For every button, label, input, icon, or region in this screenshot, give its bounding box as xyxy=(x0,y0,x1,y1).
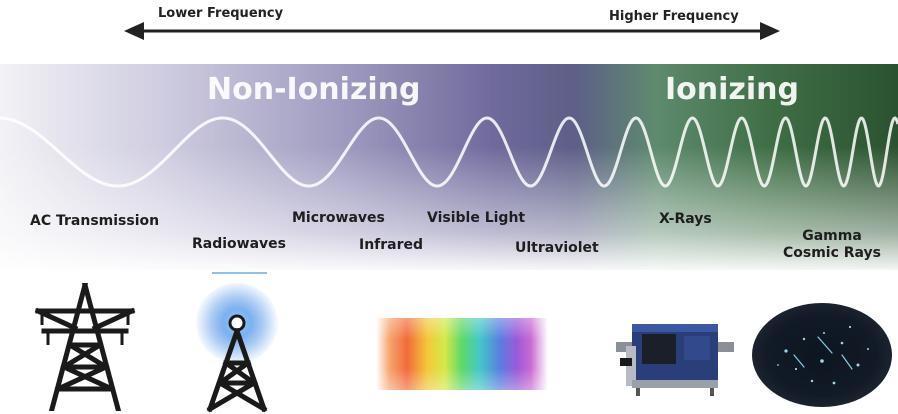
label-microwaves: Microwaves xyxy=(292,210,385,226)
visible-spectrum-sheen xyxy=(376,318,548,390)
visible-spectrum-swatch xyxy=(376,318,548,390)
label-cosmic-rays: Cosmic Rays xyxy=(782,245,882,261)
label-visible-light: Visible Light xyxy=(427,210,526,226)
non-ionizing-title: Non-Ionizing xyxy=(207,72,421,107)
xray-scanner-image xyxy=(616,324,734,396)
lower-frequency-label: Lower Frequency xyxy=(158,6,284,21)
frequency-arrow xyxy=(124,22,780,40)
label-gamma: Gamma xyxy=(802,228,862,244)
ionizing-title: Ionizing xyxy=(665,72,799,107)
label-ultraviolet: Ultraviolet xyxy=(515,240,599,256)
label-ac-transmission: AC Transmission xyxy=(30,213,160,229)
label-x-rays: X-Rays xyxy=(659,211,712,227)
signal-line xyxy=(212,272,267,274)
star-field xyxy=(777,325,869,385)
higher-frequency-label: Higher Frequency xyxy=(609,9,739,24)
band-fade xyxy=(0,64,898,270)
radio-tower-icon xyxy=(206,314,268,413)
cosmic-rays-image xyxy=(752,303,892,407)
label-gamma-cosmic: Gamma Cosmic Rays xyxy=(778,228,886,262)
label-radiowaves: Radiowaves xyxy=(192,236,287,252)
spectrum-band: Non-Ionizing Ionizing xyxy=(0,64,898,270)
power-tower-icon xyxy=(34,283,136,411)
label-infrared: Infrared xyxy=(359,237,424,253)
